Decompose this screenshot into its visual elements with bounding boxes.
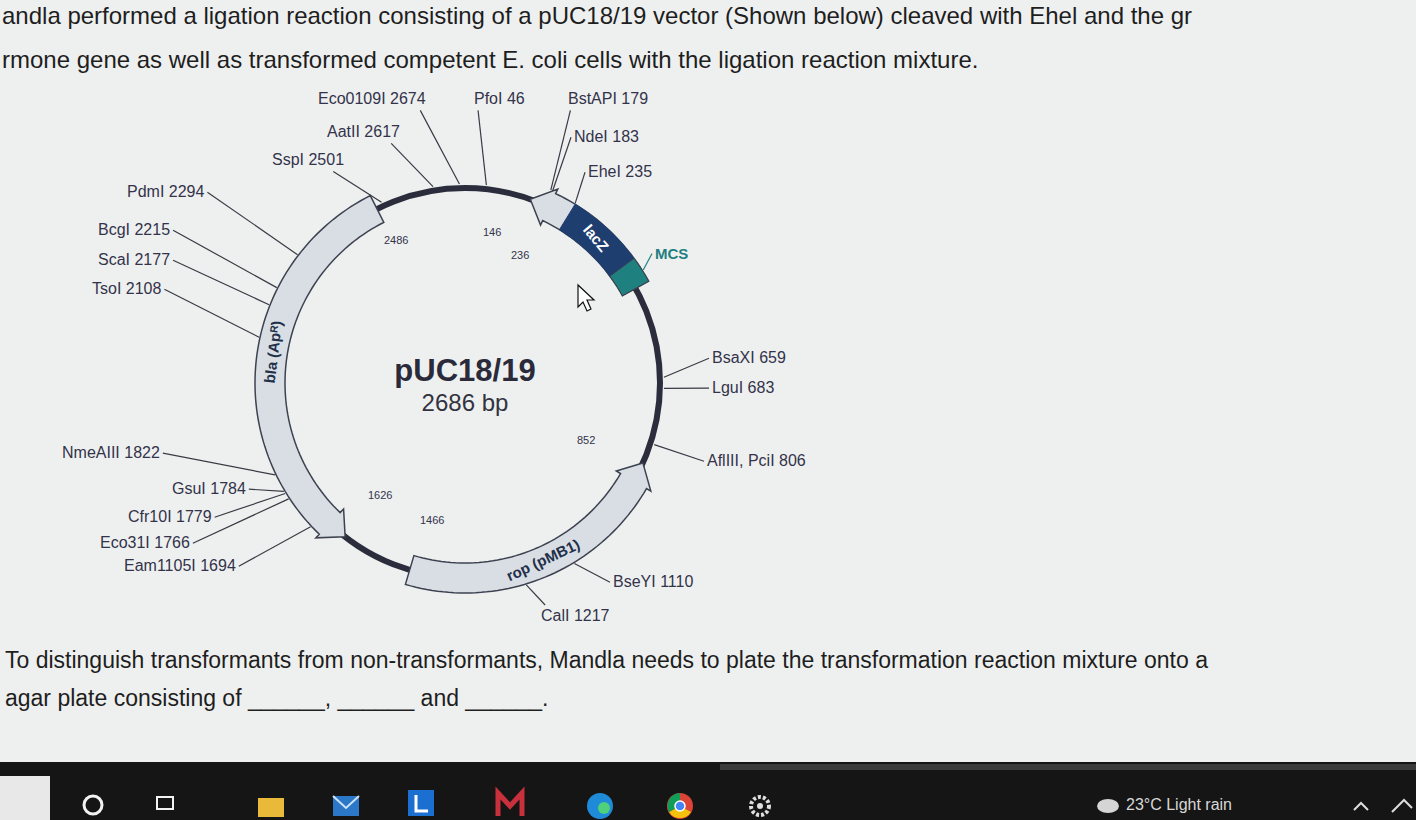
lacz-segment (559, 204, 634, 276)
restriction-site-label: BseYI 1110 (613, 573, 693, 591)
leader-line (664, 358, 709, 377)
leader-line (575, 172, 585, 203)
gene-band (530, 189, 648, 296)
question-text: agar plate consisting of ______, ______ … (5, 685, 549, 711)
leader-line (553, 137, 571, 191)
question-text: rmone gene as well as transformed compet… (2, 46, 978, 74)
leader-line (249, 489, 284, 491)
leader-line (164, 289, 259, 337)
position-number: 852 (577, 434, 595, 447)
restriction-site-label: Cfr10I 1779 (128, 508, 212, 526)
question-text: andla performed a ligation reaction cons… (2, 2, 1192, 30)
restriction-site-label: AflIII, PciI 806 (707, 452, 806, 470)
restriction-site-label: BstAPI 179 (568, 90, 648, 108)
leader-line (420, 110, 459, 184)
leader-line (643, 254, 652, 270)
restriction-site-label: Eco31I 1766 (100, 534, 190, 552)
restriction-site-label: PdmI 2294 (127, 183, 204, 201)
mouse-cursor (578, 285, 594, 311)
leader-line (163, 453, 275, 475)
leader-line (173, 230, 277, 287)
mcs-segment (610, 258, 649, 295)
position-number: 236 (511, 249, 529, 262)
leader-line (551, 110, 571, 190)
mcs-label: MCS (655, 245, 688, 262)
leader-line (173, 260, 269, 305)
restriction-site-label: Eco0109I 2674 (318, 90, 426, 108)
position-number: 2486 (384, 234, 408, 247)
restriction-site-label: BcgI 2215 (98, 221, 170, 239)
restriction-site-label: AatII 2617 (327, 123, 400, 141)
restriction-site-label: TsoI 2108 (92, 280, 161, 298)
position-number: 146 (483, 226, 501, 239)
leader-line (333, 171, 381, 202)
leader-line (207, 192, 297, 254)
taskbar (0, 762, 1416, 820)
screen-glare (720, 764, 1416, 770)
restriction-site-label: NmeAIII 1822 (62, 444, 160, 462)
taskbar-weather: 23°C Light rain (1126, 796, 1232, 814)
screen-ground (0, 0, 1416, 762)
restriction-site-label: CalI 1217 (541, 607, 610, 625)
restriction-site-label: ScaI 2177 (98, 251, 170, 269)
restriction-site-label: LguI 683 (712, 379, 774, 397)
leader-line (391, 143, 433, 186)
restriction-site-label: PfoI 46 (474, 90, 525, 108)
plasmid-center: pUC18/192686 bp (390, 348, 539, 422)
question-text: To distinguish transformants from non-tr… (5, 647, 1208, 673)
leader-line (574, 563, 610, 582)
leader-line (664, 388, 709, 389)
leader-line (239, 527, 311, 566)
position-number: 1626 (368, 489, 392, 502)
taskbar-icons (0, 776, 1412, 820)
gene-band (255, 196, 384, 538)
restriction-site-label: EheI 235 (588, 163, 652, 181)
restriction-site-label: SspI 2501 (272, 151, 344, 169)
plasmid-size: 2686 bp (394, 389, 535, 418)
restriction-site-label: BsaXI 659 (712, 349, 786, 367)
plasmid-name: pUC18/19 (394, 352, 535, 389)
restriction-site-label: Eam1105I 1694 (124, 557, 236, 575)
restriction-site-label: NdeI 183 (574, 128, 639, 146)
leader-line (526, 585, 545, 605)
leader-line (654, 445, 704, 462)
leader-line (478, 110, 486, 185)
position-number: 1466 (420, 514, 444, 527)
restriction-site-label: GsuI 1784 (172, 480, 246, 498)
